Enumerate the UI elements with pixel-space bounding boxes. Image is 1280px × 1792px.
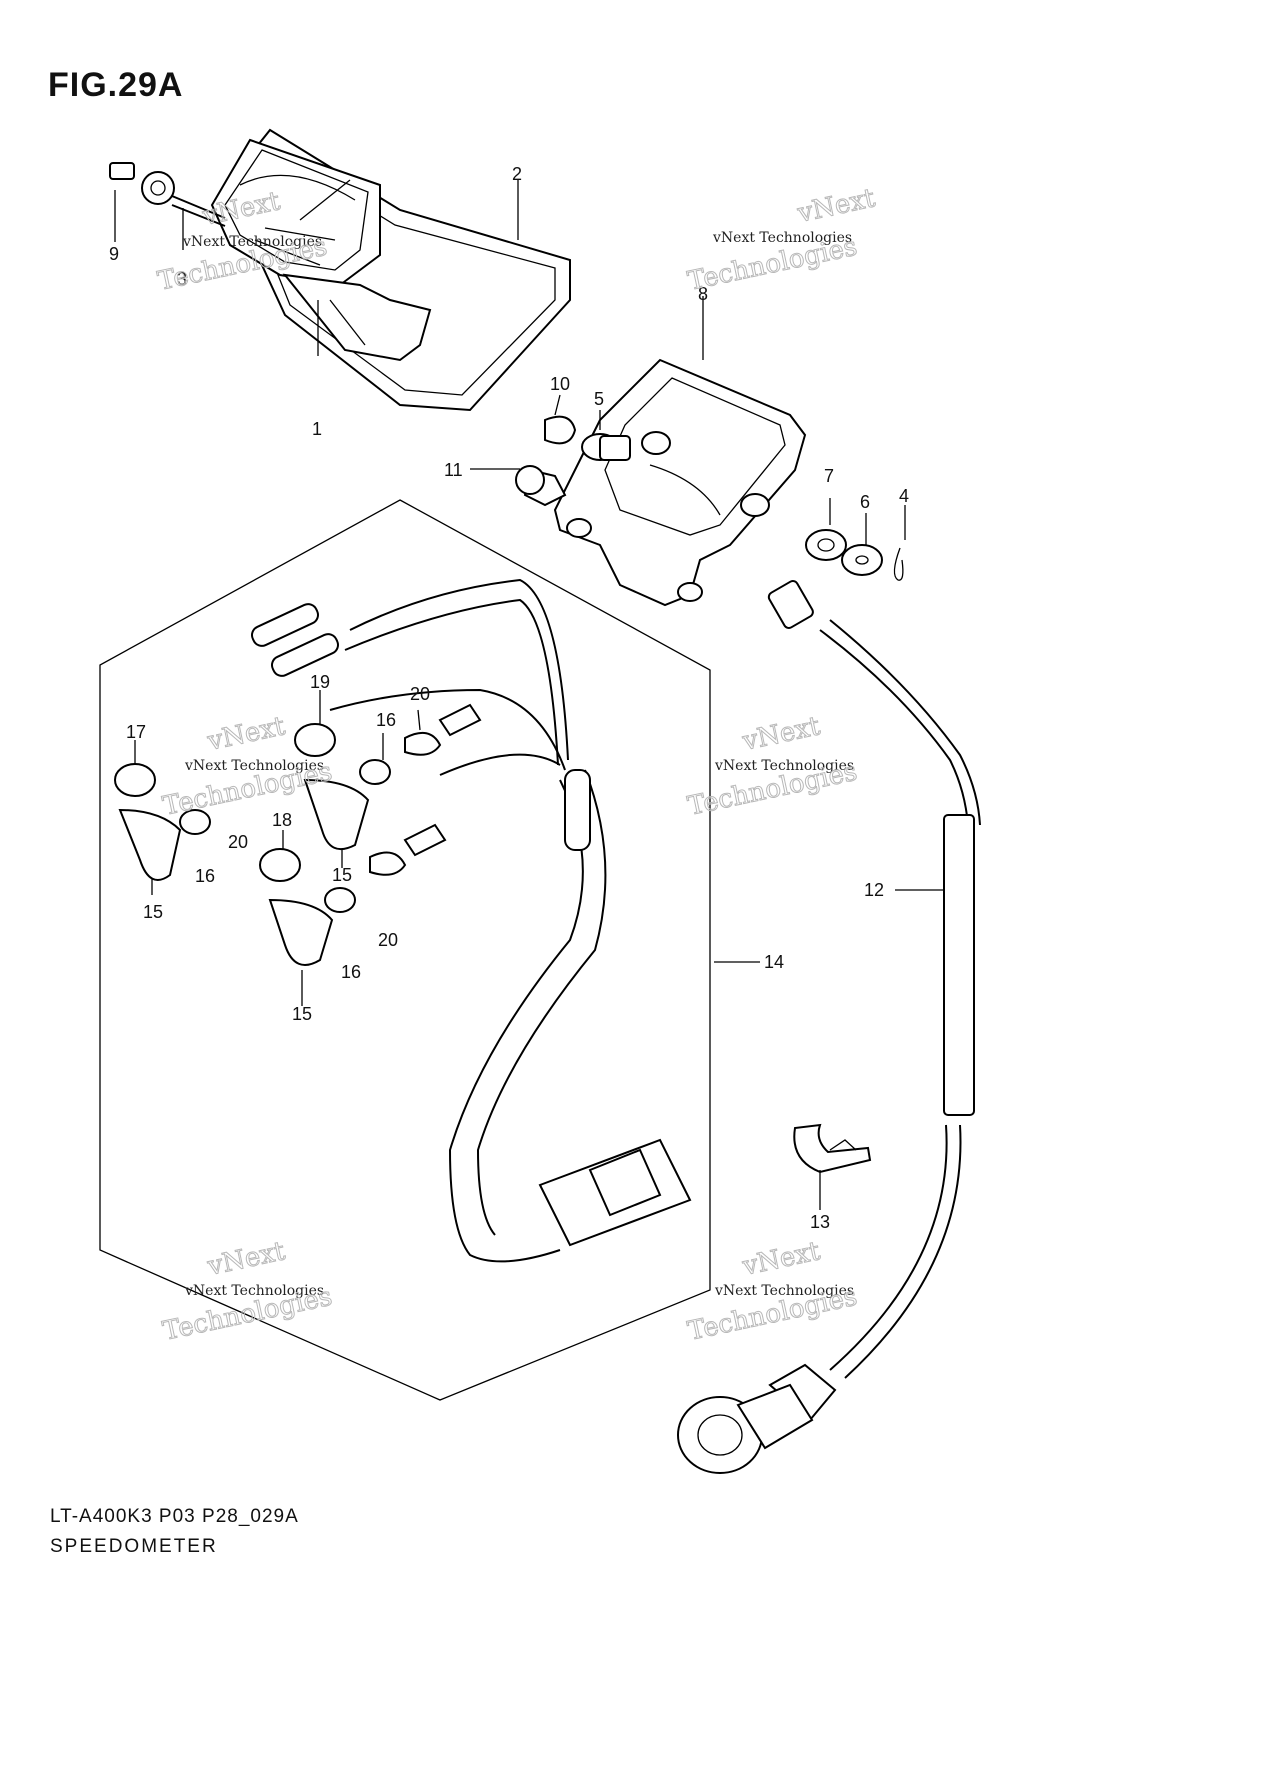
speedometer-meter: [210, 138, 432, 362]
callout-15b: 15: [332, 865, 352, 885]
callout-4: 4: [899, 486, 909, 506]
svg-text:vNext: vNext: [204, 1236, 288, 1282]
speedometer-cable: [677, 580, 981, 1474]
callout-14: 14: [764, 952, 784, 972]
watermark-top-right: vNext vNext Technologies Technologies: [685, 183, 879, 298]
callout-3: 3: [177, 269, 187, 289]
svg-text:vNext Technologies: vNext Technologies: [184, 1283, 324, 1299]
callout-16c: 16: [341, 962, 361, 982]
callout-19: 19: [310, 672, 330, 692]
callout-13: 13: [810, 1212, 830, 1232]
screw-and-gear: [109, 162, 226, 227]
harness-frame: [99, 499, 711, 1401]
callout-20b: 20: [228, 832, 248, 852]
washers-and-clip: [805, 529, 904, 581]
svg-text:vNext Technologies: vNext Technologies: [182, 234, 322, 250]
callout-7: 7: [824, 466, 834, 486]
callout-15c: 15: [292, 1004, 312, 1024]
bulb-sockets: [114, 703, 482, 966]
callout-8: 8: [698, 284, 708, 304]
figure-name: SPEEDOMETER: [50, 1536, 218, 1557]
svg-text:vNext: vNext: [204, 711, 288, 757]
callout-12: 12: [864, 880, 884, 900]
watermark-bottom-left: vNext vNext Technologies Technologies: [160, 1236, 336, 1348]
callout-2: 2: [512, 164, 522, 184]
leader-lines: [114, 180, 944, 1210]
callout-labels: 1 2 3 4 5 6 7 8 9 10 11 12 13 14 15 15 1…: [109, 164, 909, 1232]
wiring-harness: [251, 578, 692, 1263]
svg-text:vNext Technologies: vNext Technologies: [714, 758, 854, 774]
svg-text:vNext: vNext: [794, 183, 878, 229]
callout-16b: 16: [376, 710, 396, 730]
svg-text:vNext Technologies: vNext Technologies: [712, 230, 852, 246]
svg-text:vNext: vNext: [739, 711, 823, 757]
figure-code: LT-A400K3 P03 P28_029A: [50, 1506, 299, 1527]
callout-18: 18: [272, 810, 292, 830]
svg-text:vNext Technologies: vNext Technologies: [714, 1283, 854, 1299]
svg-text:vNext Technologies: vNext Technologies: [184, 758, 324, 774]
watermark-mid-right: vNext vNext Technologies Technologies: [685, 711, 861, 823]
callout-10: 10: [550, 374, 570, 394]
bulb-socket: [515, 415, 631, 507]
callout-17: 17: [126, 722, 146, 742]
callout-6: 6: [860, 492, 870, 512]
callout-11: 11: [444, 460, 463, 480]
watermark-bottom-right: vNext vNext Technologies Technologies: [685, 1236, 861, 1348]
callout-20a: 20: [410, 684, 430, 704]
callout-15a: 15: [143, 902, 163, 922]
callout-9: 9: [109, 244, 119, 264]
callout-20c: 20: [378, 930, 398, 950]
callout-16a: 16: [195, 866, 215, 886]
mount-bracket: [553, 358, 807, 607]
svg-text:vNext: vNext: [739, 1236, 823, 1282]
callout-5: 5: [594, 389, 604, 409]
callout-1: 1: [312, 419, 322, 439]
figure-title: FIG.29A: [48, 66, 184, 104]
cable-clamp: [793, 1123, 872, 1174]
